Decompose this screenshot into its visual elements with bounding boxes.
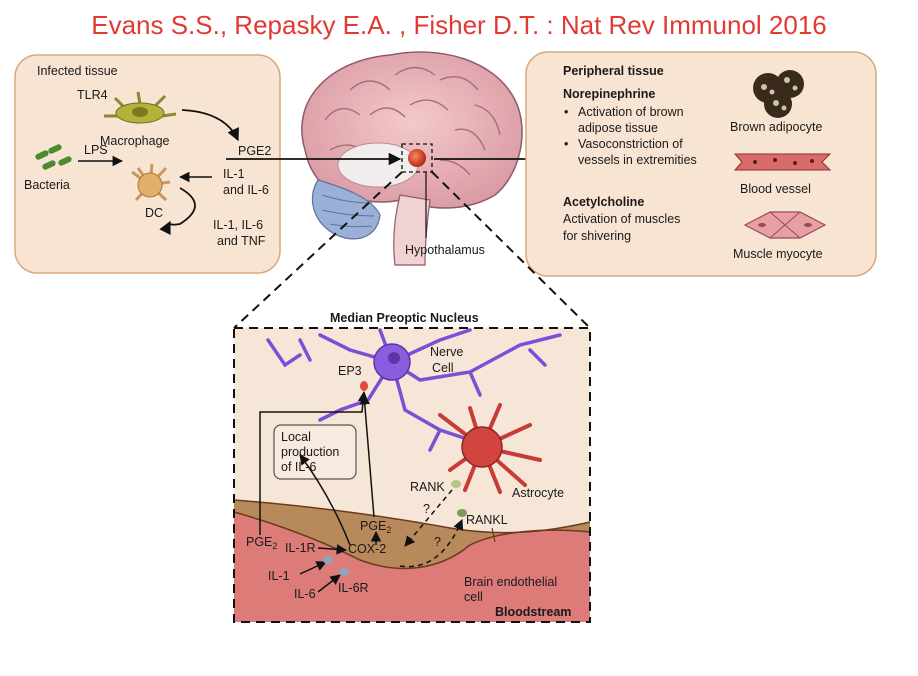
brown-adipocyte-label: Brown adipocyte [730, 120, 822, 134]
local-production-box [273, 424, 357, 480]
ne-bullet-1-line1: Activation of brown [578, 105, 684, 119]
peripheral-heading: Peripheral tissue [563, 64, 664, 78]
hypothalamus-marker [408, 149, 426, 167]
il1-il6-label-line2: and IL-6 [223, 183, 269, 197]
blood-vessel-icon [733, 153, 832, 171]
macrophage-pge2-arrow [181, 109, 239, 142]
hypothalamus-label: Hypothalamus [405, 243, 485, 257]
muscle-myocyte-icon [743, 211, 827, 239]
bacteria-label: Bacteria [24, 178, 70, 192]
pge2-to-ep3-arrow [359, 393, 375, 518]
il6r-label: IL-6R [338, 581, 369, 595]
inset-border [233, 327, 591, 623]
il1-il6-label-line1: IL-1 [223, 167, 245, 181]
infected-tissue-panel: Infected tissue TLR4 Macrophage Bacteria… [14, 54, 281, 274]
il6r-receptor [339, 568, 349, 576]
rank-receptor [451, 480, 461, 488]
acetylcholine-heading: Acetylcholine [563, 195, 644, 209]
dendritic-cell-icon [131, 163, 171, 202]
macrophage-icon [104, 91, 177, 124]
rank-label: RANK [410, 480, 445, 494]
nerve-cell-label-line2: Cell [432, 361, 454, 375]
ach-line2: for shivering [563, 229, 631, 243]
local-line1: Local [281, 430, 311, 444]
dc-autocrine-arrow [159, 187, 196, 235]
ep3-receptor [360, 381, 368, 391]
tlr4-label: TLR4 [77, 88, 108, 102]
nerve-cell-icon [266, 328, 562, 454]
question-mark-2: ? [434, 535, 441, 549]
peripheral-tissue-panel: Peripheral tissue Norepinephrine • Activ… [525, 51, 877, 277]
astrocyte-label: Astrocyte [512, 486, 564, 500]
bacteria-icon [35, 144, 72, 170]
inset-heading: Median Preoptic Nucleus [330, 311, 479, 325]
ach-line1: Activation of muscles [563, 212, 680, 226]
il1r-label: IL-1R [285, 541, 316, 555]
brown-adipocyte-icon [753, 70, 804, 118]
norepinephrine-heading: Norepinephrine [563, 87, 655, 101]
bullet-icon: • [564, 137, 568, 151]
endothelial-label-line1: Brain endothelial [464, 575, 557, 589]
ne-bullet-1-line2: adipose tissue [578, 121, 658, 135]
blood-vessel-label: Blood vessel [740, 182, 811, 196]
bloodstream-label: Bloodstream [495, 605, 571, 619]
question-mark-1: ? [423, 502, 430, 516]
il1-binding-arrow [299, 561, 327, 575]
il6-binding-arrow [317, 574, 341, 593]
rankl-ligand [457, 509, 467, 517]
bullet-icon: • [564, 105, 568, 119]
cox2-label: COX-2 [348, 542, 386, 556]
lps-label: LPS [84, 143, 108, 157]
median-preoptic-nucleus-inset: Median Preoptic Nucleus EP3 Nerve Cell A… [233, 311, 591, 623]
local-line2: production [281, 445, 339, 459]
ne-bullet-2-line2: vessels in extremities [578, 153, 697, 167]
cytokines-label-line1: IL-1, IL-6 [213, 218, 263, 232]
il1r-to-cox2-arrow [317, 544, 348, 555]
astrocyte-icon [438, 403, 542, 494]
dc-label: DC [145, 206, 163, 220]
endothelial-label-line2: cell [464, 590, 483, 604]
pge2-inset-label: PGE2 [360, 519, 391, 535]
ep3-label: EP3 [338, 364, 362, 378]
cox2-to-rankl-dashed-arrow [399, 519, 464, 568]
hypothalamus-box [401, 143, 433, 173]
rankl-label: RANKL [466, 513, 508, 527]
zoom-line-left [233, 171, 403, 329]
rank-to-cox2-dashed-arrow [404, 489, 453, 547]
muscle-myocyte-label: Muscle myocyte [733, 247, 823, 261]
cytokines-label-line2: and TNF [217, 234, 266, 248]
macrophage-label: Macrophage [100, 134, 170, 148]
il6-local-arrow [299, 454, 351, 546]
il1r-receptor [323, 556, 333, 564]
il1-label: IL-1 [268, 569, 290, 583]
pge2-left-label: PGE2 [246, 535, 277, 551]
ne-bullet-2-line1: Vasoconstriction of [578, 137, 683, 151]
nerve-cell-label-line1: Nerve [430, 345, 463, 359]
il6-label: IL-6 [294, 587, 316, 601]
pge2-label: PGE2 [238, 144, 271, 158]
slide-title: Evans S.S., Repasky E.A. , Fisher D.T. :… [91, 10, 827, 40]
zoom-line-right [431, 171, 591, 329]
infected-tissue-heading: Infected tissue [37, 64, 118, 78]
